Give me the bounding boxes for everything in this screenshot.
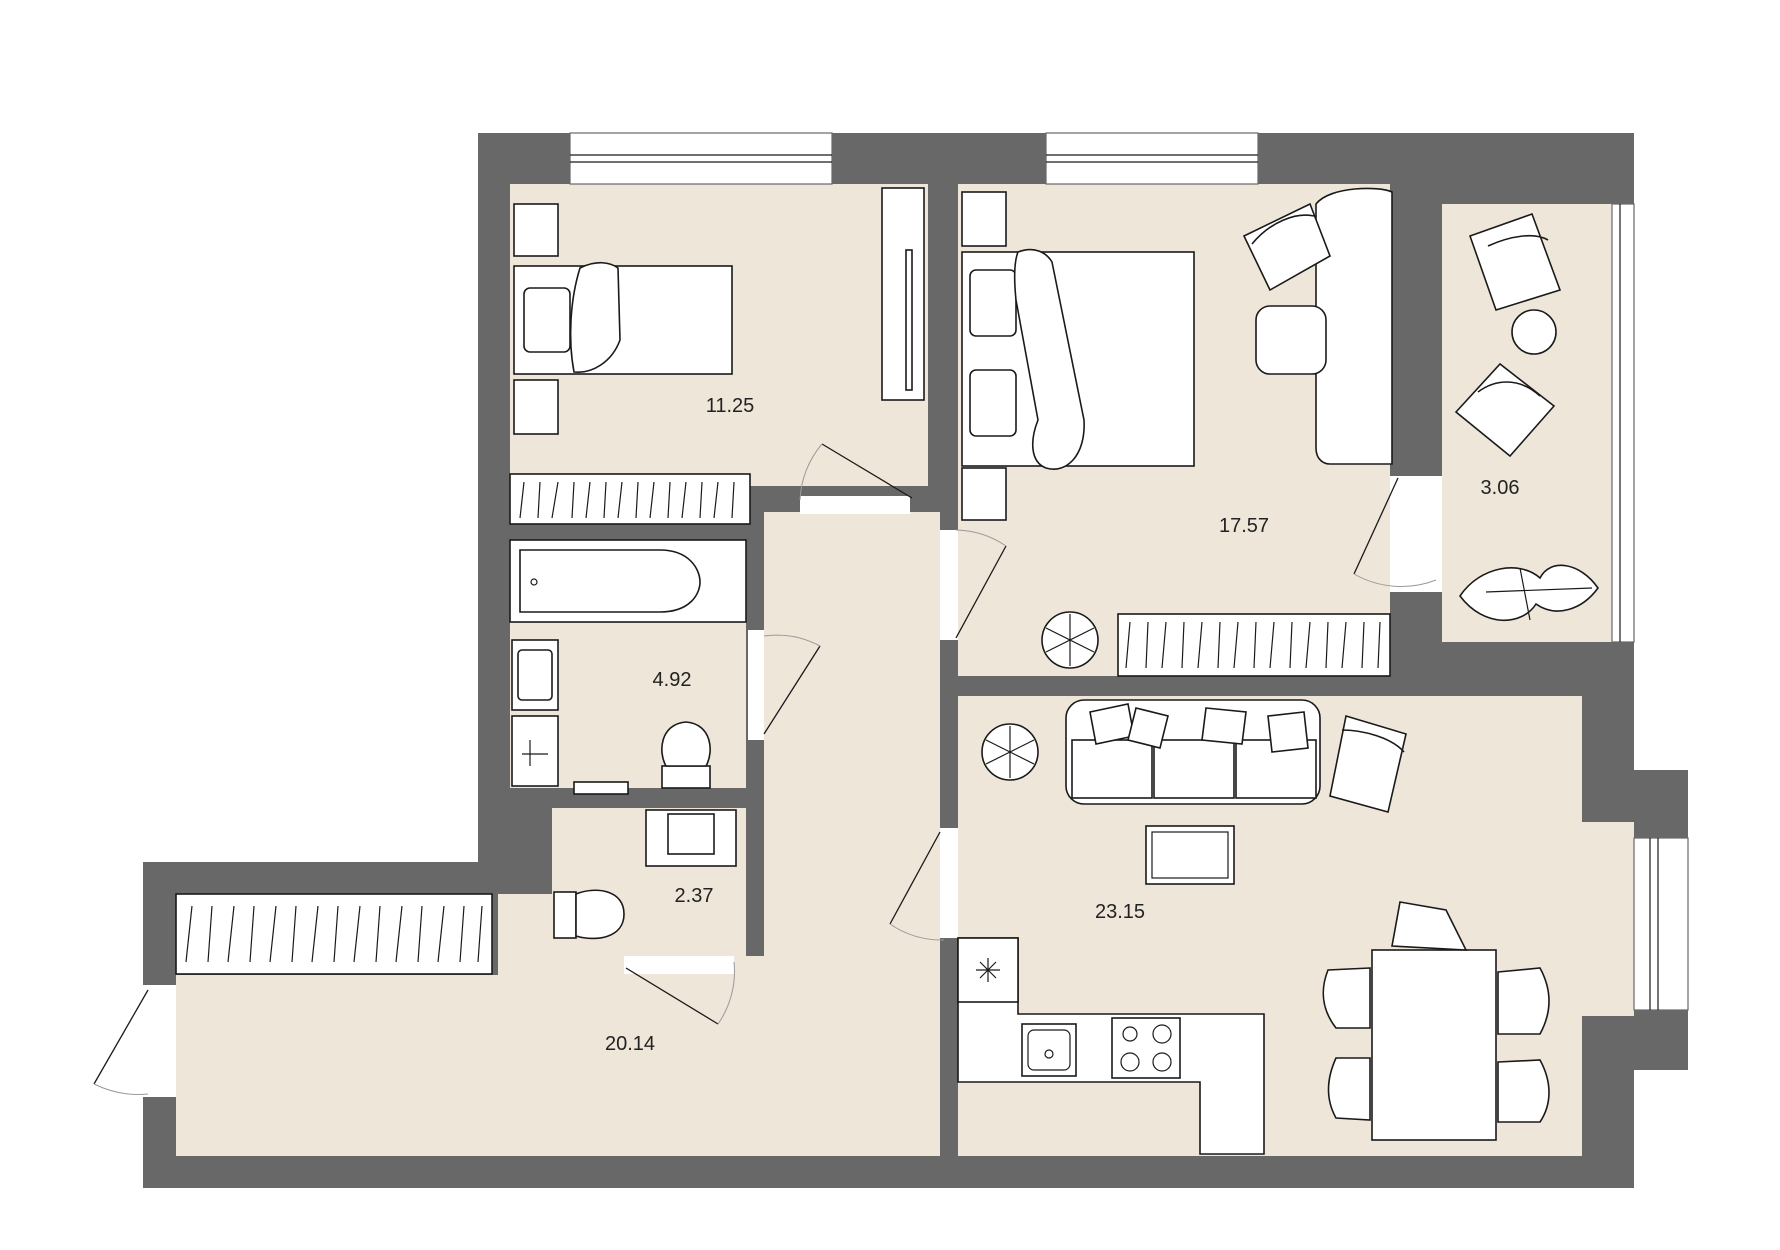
area-label-living-kitchen: 23.15: [1095, 901, 1145, 923]
chair-bedroom: [1255, 305, 1327, 375]
door-openings: [143, 476, 1442, 1097]
toilet-wc: [553, 891, 577, 939]
windows: [569, 132, 1689, 1011]
door-entrance: [93, 989, 149, 1085]
door-toilet: [625, 967, 719, 1025]
cushion-3: [1201, 707, 1247, 745]
dining-chair-left-2: [1327, 1057, 1371, 1121]
nightstand-top: [513, 203, 559, 257]
cushion-2: [1127, 707, 1169, 749]
window-balcony: [1611, 203, 1635, 643]
dining-chair-left-1: [1322, 967, 1371, 1029]
door-living: [889, 831, 941, 925]
dining-table: [1371, 949, 1497, 1141]
nightstand-main-top: [961, 191, 1007, 247]
area-label-toilet: 2.37: [675, 885, 714, 907]
pillow: [523, 287, 571, 353]
burner-1: [1122, 1026, 1138, 1042]
window-bedroom-small: [569, 132, 833, 185]
dining-chair-right-1: [1497, 967, 1550, 1035]
bathroom-furniture: [509, 539, 747, 795]
doors: [93, 443, 1437, 1095]
window-bedroom-main: [1045, 132, 1259, 185]
area-label-bedroom-main: 17.57: [1219, 515, 1269, 537]
desk-curved: [1315, 187, 1393, 465]
burner-4: [1152, 1052, 1172, 1072]
armchair-bedroom: [1242, 202, 1331, 292]
cooktop: [1111, 1017, 1181, 1079]
area-label-bathroom: 4.92: [653, 669, 692, 691]
cushion-4: [1267, 711, 1309, 753]
bedroom-small-furniture: [509, 187, 925, 525]
door-bedroom-main: [955, 545, 1007, 639]
blanket-main: [1013, 248, 1085, 470]
pillow-main-1: [969, 269, 1017, 337]
toilet-furniture: [553, 809, 737, 940]
burner-3: [1120, 1052, 1140, 1072]
door-bathroom: [763, 645, 821, 735]
coffee-table: [1145, 825, 1235, 885]
balcony-plant: [1459, 564, 1599, 622]
balcony-furniture: [1454, 212, 1599, 622]
area-label-bedroom-small: 11.25: [706, 395, 755, 417]
bathtub: [519, 549, 701, 613]
balcony-chair-top: [1468, 212, 1562, 311]
toilet-bathroom: [661, 765, 711, 789]
nightstand-main-bottom: [961, 467, 1007, 521]
washing-machine: [511, 715, 559, 787]
area-label-hallway: 20.14: [605, 1033, 655, 1055]
nightstand-bottom: [513, 379, 559, 435]
floor-hallway: [176, 512, 940, 1156]
tv: [905, 249, 913, 391]
wardrobe-bedroom-small: [509, 473, 751, 525]
area-labels: 11.25 17.57 3.06 4.92 2.37 23.15 20.14: [605, 395, 1520, 1055]
kitchen-furniture: [957, 937, 1265, 1155]
balcony-chair-bottom: [1454, 362, 1556, 458]
blanket-fold: [569, 261, 621, 373]
dining-chair-top: [1391, 901, 1468, 951]
pillow-main-2: [969, 369, 1017, 437]
hallway-furniture: [175, 893, 493, 975]
living-furniture: [981, 699, 1550, 1141]
window-living: [1633, 837, 1689, 1011]
door-balcony: [1353, 477, 1399, 575]
towel-rail: [573, 781, 629, 795]
tv-stand: [881, 187, 925, 401]
area-label-balcony: 3.06: [1481, 477, 1520, 499]
door-bedroom-small: [821, 443, 913, 499]
bedroom-main-furniture: [961, 187, 1393, 677]
dining-chair-right-2: [1497, 1059, 1550, 1123]
cushion-1: [1089, 703, 1135, 745]
burner-2: [1152, 1024, 1172, 1044]
balcony-table: [1511, 309, 1557, 355]
